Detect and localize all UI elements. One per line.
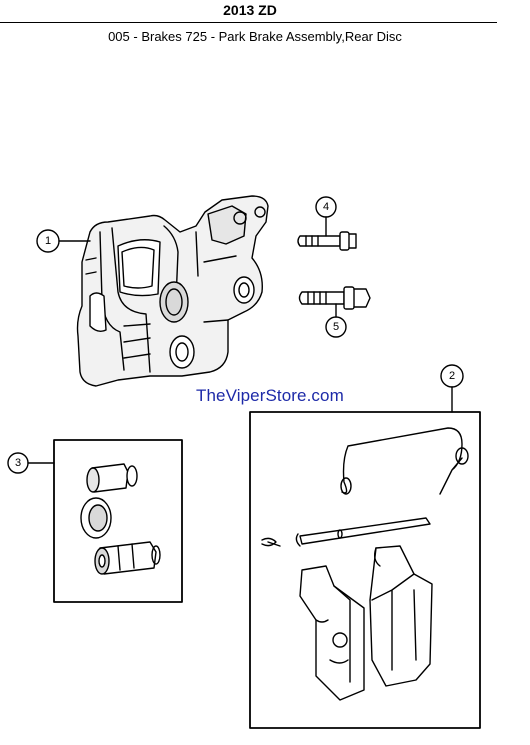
callout-label-1: 1 <box>45 235 51 247</box>
bushing-kit[interactable] <box>53 439 183 603</box>
callout-label-5: 5 <box>333 321 339 333</box>
callout-3[interactable] <box>7 452 55 474</box>
callout-4[interactable] <box>315 196 337 237</box>
caliper-housing[interactable] <box>76 195 269 387</box>
brake-pad-kit[interactable] <box>249 411 481 729</box>
callout-2[interactable] <box>440 364 464 413</box>
callout-label-3: 3 <box>15 457 21 469</box>
callout-5[interactable] <box>325 303 347 338</box>
bolt-lower[interactable] <box>298 286 371 310</box>
page-title: 2013 ZD <box>223 2 277 18</box>
bolt-upper[interactable] <box>297 231 357 251</box>
callout-label-4: 4 <box>323 201 329 213</box>
title-divider <box>0 22 497 23</box>
callout-1[interactable] <box>36 229 91 253</box>
page-subtitle: 005 - Brakes 725 - Park Brake Assembly,R… <box>108 29 402 44</box>
watermark: TheViperStore.com <box>196 386 344 405</box>
callout-label-2: 2 <box>449 370 455 382</box>
